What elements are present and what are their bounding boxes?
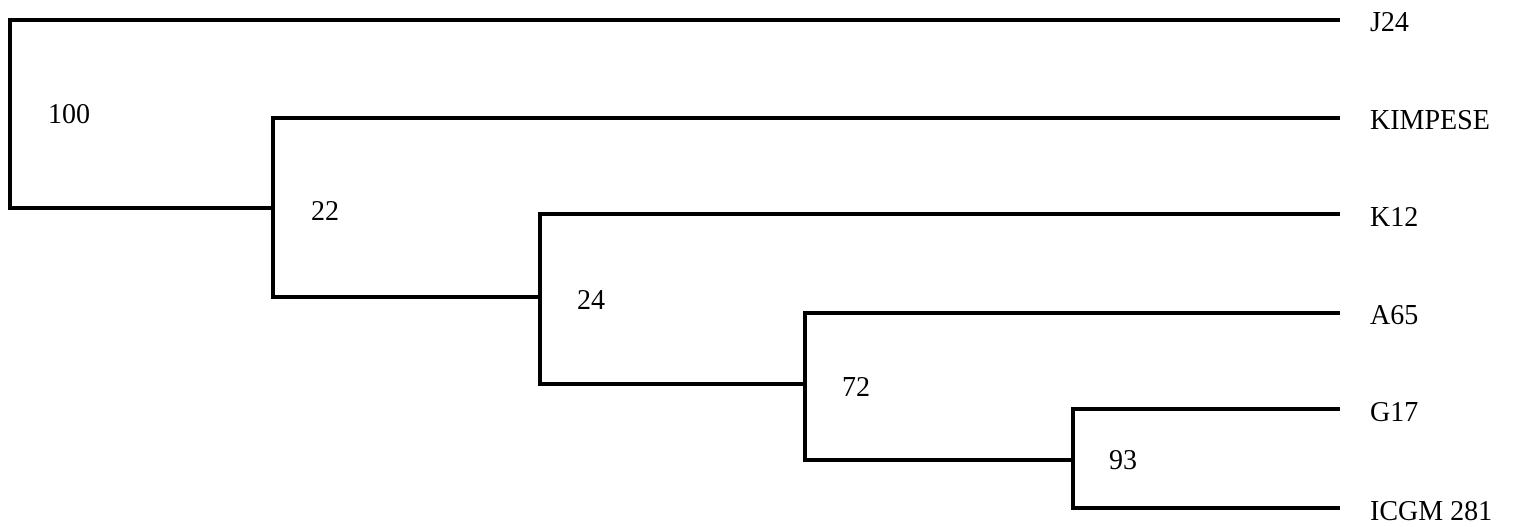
branch-node72 xyxy=(803,311,1340,462)
leaf-label-j24: J24 xyxy=(1370,7,1409,38)
support-value-node22: 22 xyxy=(311,196,339,227)
leaf-label-a65: A65 xyxy=(1370,300,1418,331)
leaf-label-icgm-281: ICGM 281 xyxy=(1370,496,1492,527)
support-value-root: 100 xyxy=(48,99,90,130)
branch-node93 xyxy=(1071,407,1340,510)
leaf-label-k12: K12 xyxy=(1370,202,1418,233)
support-value-node72: 72 xyxy=(842,372,870,403)
branch-node22 xyxy=(271,116,1340,299)
branch-node24 xyxy=(538,212,1340,386)
branch-root-to-j24 xyxy=(8,18,1340,210)
leaf-label-g17: G17 xyxy=(1370,397,1418,428)
leaf-label-kimpese: KIMPESE xyxy=(1370,105,1490,136)
support-value-node93: 93 xyxy=(1109,445,1137,476)
support-value-node24: 24 xyxy=(577,285,605,316)
